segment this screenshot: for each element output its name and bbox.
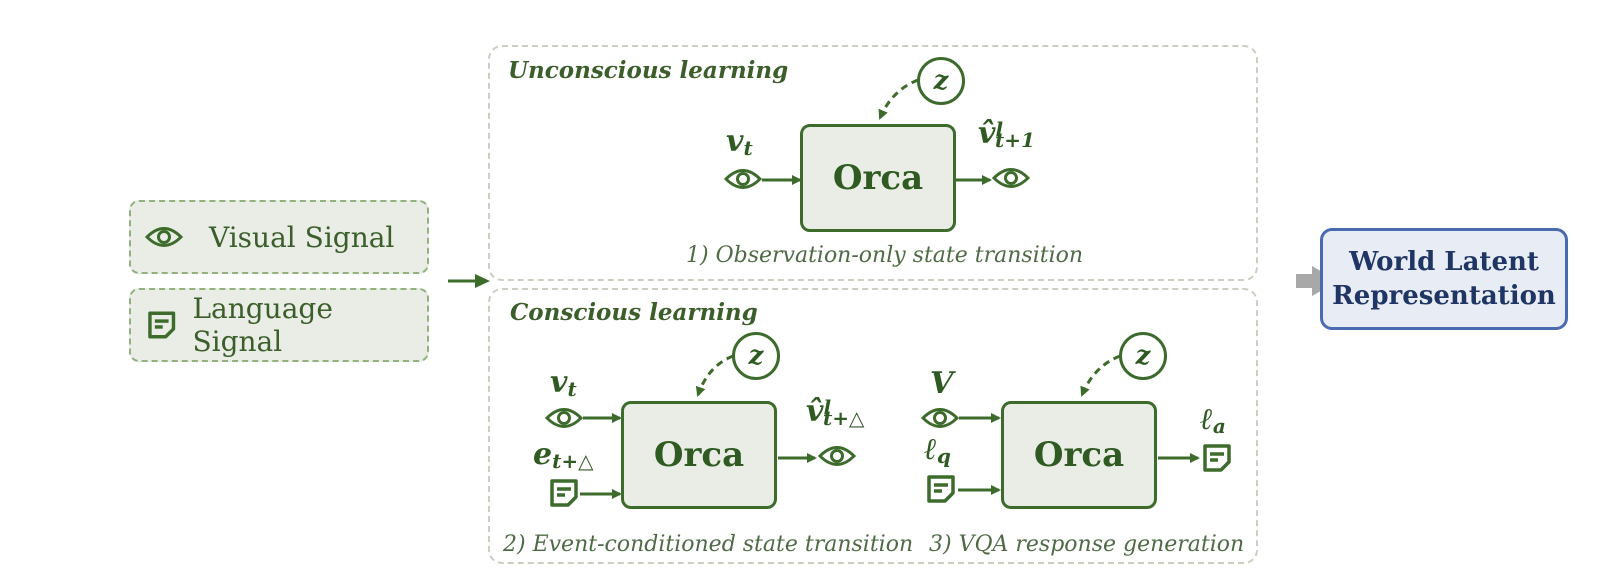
note-icon (148, 311, 176, 339)
world-latent-representation-box: World Latent Representation (1320, 228, 1568, 330)
eye-icon (921, 408, 959, 428)
caption-observation-only: 1) Observation-only state transition (686, 243, 1084, 268)
eye-icon (992, 168, 1030, 188)
caption-event-conditioned: 2) Event-conditioned state transition (503, 532, 914, 557)
orca-block: Orca (800, 124, 956, 232)
conscious-panel (488, 288, 1258, 564)
caption-vqa: 3) VQA response generation (929, 532, 1245, 557)
input-var-vt: vt (550, 365, 577, 402)
eye-icon (545, 408, 583, 428)
world-latent-line1: World Latent (1349, 247, 1539, 277)
input-var-vt: vt (726, 124, 753, 161)
orca-block: Orca (621, 401, 777, 509)
visual-signal-box: Visual Signal (129, 200, 429, 274)
input-var-event: et+△ (533, 437, 594, 474)
note-icon (927, 475, 955, 503)
eye-icon (818, 446, 856, 466)
latent-z-node: z (1119, 332, 1167, 380)
eye-icon (724, 169, 762, 189)
output-var-vhat: v̂lt+1 (978, 116, 1035, 153)
latent-arrow-event (695, 354, 734, 397)
note-icon (550, 479, 578, 507)
input-var-video: V (930, 366, 954, 401)
visual-signal-label: Visual Signal (209, 220, 395, 254)
unconscious-title: Unconscious learning (508, 57, 789, 84)
eye-icon (145, 227, 183, 247)
orca-block: Orca (1001, 401, 1157, 509)
output-var-vhat: v̂lt+△ (806, 394, 865, 431)
latent-arrow-unconscious (878, 78, 919, 120)
latent-arrow-vqa (1080, 354, 1121, 397)
language-signal-label: Language Signal (192, 292, 333, 358)
world-latent-line2: Representation (1332, 281, 1556, 311)
output-var-answer: ℓa (1200, 402, 1226, 439)
conscious-title: Conscious learning (510, 299, 758, 326)
note-icon (1203, 444, 1231, 472)
latent-z-node: z (732, 332, 780, 380)
latent-z-node: z (917, 57, 965, 105)
input-var-question: ℓq (924, 432, 951, 469)
language-signal-box: Language Signal (129, 288, 429, 362)
input-arrow (448, 274, 490, 288)
unconscious-panel (488, 45, 1258, 281)
